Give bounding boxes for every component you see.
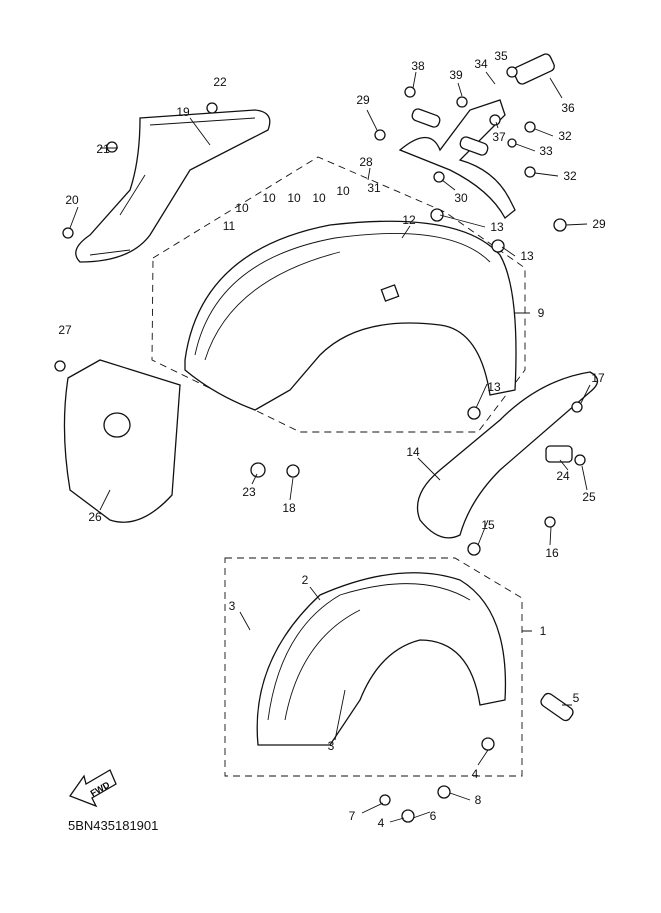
callout: 32 [563, 169, 577, 183]
leader-lines [69, 71, 591, 823]
callout: 13 [490, 220, 504, 234]
callout: 8 [475, 793, 482, 807]
callout: 19 [176, 105, 190, 119]
callout: 29 [356, 93, 370, 107]
callout: 13 [487, 380, 501, 394]
callout: 30 [454, 191, 468, 205]
hardware [54, 66, 586, 823]
grab-bar-left [75, 109, 271, 263]
upper-assembly-boundary [151, 156, 526, 433]
fwd-arrow-icon: FWD [68, 769, 117, 808]
callout: 36 [561, 101, 575, 115]
callout: 34 [474, 57, 488, 71]
reflector [540, 692, 574, 722]
callout: 4 [472, 767, 479, 781]
side-cover [63, 359, 181, 523]
callout: 6 [430, 809, 437, 823]
callout: 29 [592, 217, 606, 231]
callout: 17 [591, 371, 605, 385]
callout: 5 [573, 691, 580, 705]
callout: 3 [328, 739, 335, 753]
diagram-code: 5BN435181901 [68, 818, 158, 833]
callout: 32 [558, 129, 572, 143]
callout: 24 [556, 469, 570, 483]
callout: 31 [367, 181, 381, 195]
callout: 9 [538, 306, 545, 320]
callout: 10 [336, 184, 350, 198]
callout: 21 [96, 142, 110, 156]
callout: 16 [545, 546, 559, 560]
callout: 27 [58, 323, 72, 337]
bracket [545, 445, 573, 463]
callout: 23 [242, 485, 256, 499]
grab-bar-right [416, 371, 599, 539]
callout: 10 [312, 191, 326, 205]
rear-fender [184, 220, 517, 411]
callout: 3 [229, 599, 236, 613]
callout: 37 [492, 130, 506, 144]
callout: 10 [287, 191, 301, 205]
callout: 10 [262, 191, 276, 205]
license-bracket [398, 53, 555, 219]
callout: 10 [235, 201, 249, 215]
callout: 28 [359, 155, 373, 169]
callouts: 22 19 21 20 38 39 34 35 36 29 37 32 33 3… [58, 49, 606, 830]
callout: 11 [223, 219, 236, 233]
callout: 15 [481, 518, 495, 532]
callout: 14 [406, 445, 420, 459]
callout: 2 [302, 573, 309, 587]
lower-assembly-boundary [224, 557, 523, 777]
callout: 25 [582, 490, 596, 504]
callout: 39 [449, 68, 463, 82]
callout: 26 [88, 510, 102, 524]
callout: 12 [402, 213, 416, 227]
callout: 20 [65, 193, 79, 207]
callout: 7 [349, 809, 356, 823]
callout: 38 [411, 59, 425, 73]
callout: 22 [213, 75, 227, 89]
callout: 1 [540, 624, 547, 638]
callout: 18 [282, 501, 296, 515]
front-fender [256, 572, 507, 746]
callout: 33 [539, 144, 553, 158]
callout: 13 [520, 249, 534, 263]
callout: 4 [378, 816, 385, 830]
callout: 35 [494, 49, 508, 63]
